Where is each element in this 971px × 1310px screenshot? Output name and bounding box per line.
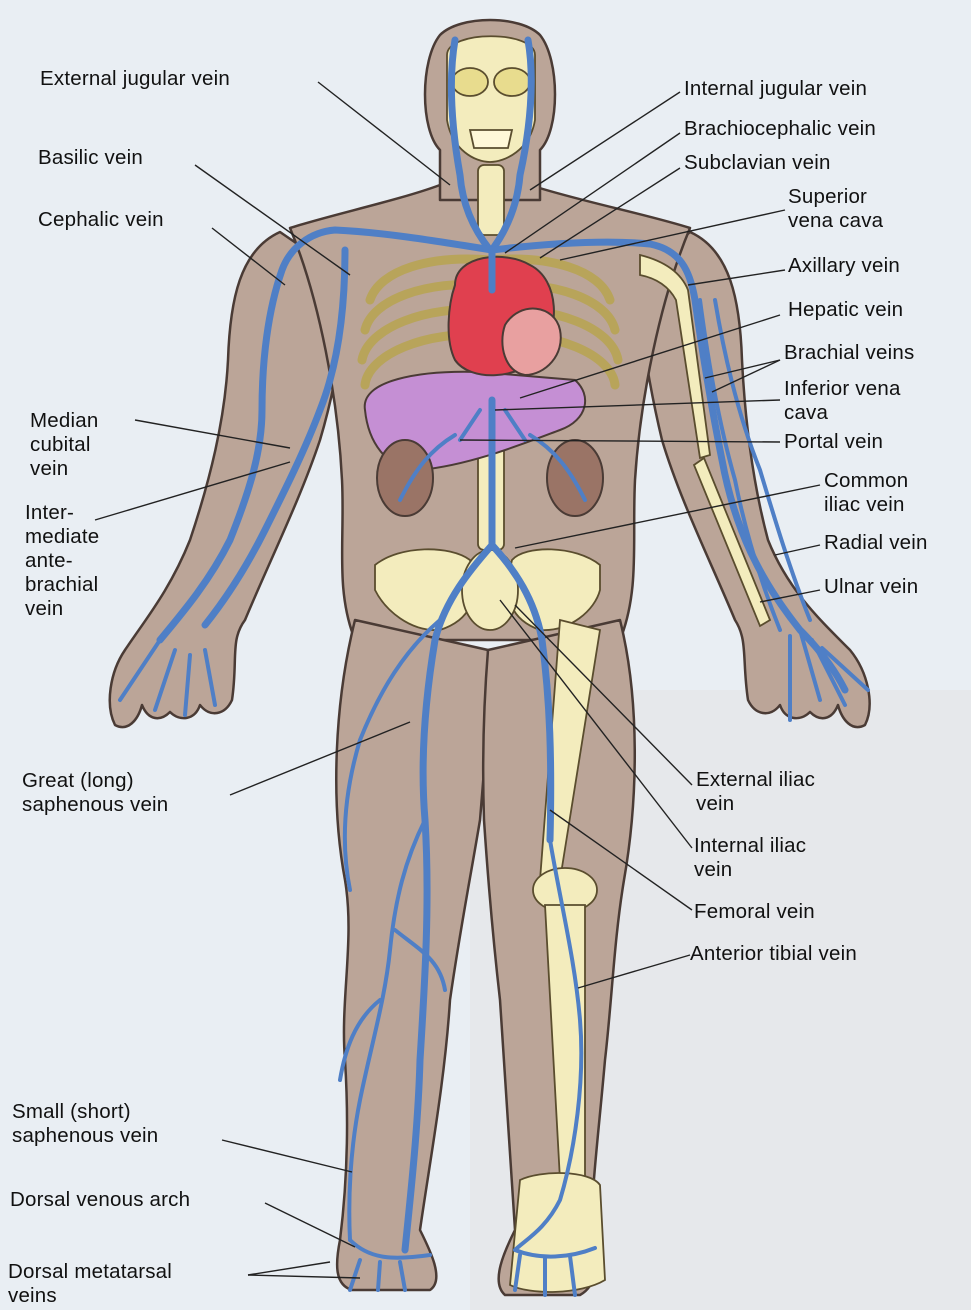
label-small-saphenous-vein: Small (short) saphenous vein	[12, 1100, 158, 1148]
label-internal-jugular-vein: Internal jugular vein	[684, 77, 867, 101]
label-axillary-vein: Axillary vein	[788, 254, 900, 278]
label-common-iliac-vein: Common iliac vein	[824, 469, 908, 517]
label-radial-vein: Radial vein	[824, 531, 928, 555]
label-ulnar-vein: Ulnar vein	[824, 575, 918, 599]
label-internal-iliac-vein: Internal iliac vein	[694, 834, 806, 882]
label-external-iliac-vein: External iliac vein	[696, 768, 815, 816]
label-subclavian-vein: Subclavian vein	[684, 151, 831, 175]
label-median-cubital-vein: Median cubital vein	[30, 409, 98, 481]
label-dorsal-venous-arch: Dorsal venous arch	[10, 1188, 190, 1212]
label-brachiocephalic-vein: Brachiocephalic vein	[684, 117, 876, 141]
label-intermediate-antebrachial-vein: Inter- mediate ante- brachial vein	[25, 501, 99, 621]
label-hepatic-vein: Hepatic vein	[788, 298, 903, 322]
label-femoral-vein: Femoral vein	[694, 900, 815, 924]
label-superior-vena-cava: Superior vena cava	[788, 185, 883, 233]
label-anterior-tibial-vein: Anterior tibial vein	[690, 942, 857, 966]
label-brachial-veins: Brachial veins	[784, 341, 914, 365]
label-cephalic-vein: Cephalic vein	[38, 208, 164, 232]
label-dorsal-metatarsal-veins: Dorsal metatarsal veins	[8, 1260, 172, 1308]
label-inferior-vena-cava: Inferior vena cava	[784, 377, 901, 425]
label-great-saphenous-vein: Great (long) saphenous vein	[22, 769, 168, 817]
label-external-jugular-vein: External jugular vein	[40, 67, 230, 91]
label-portal-vein: Portal vein	[784, 430, 883, 454]
label-basilic-vein: Basilic vein	[38, 146, 143, 170]
